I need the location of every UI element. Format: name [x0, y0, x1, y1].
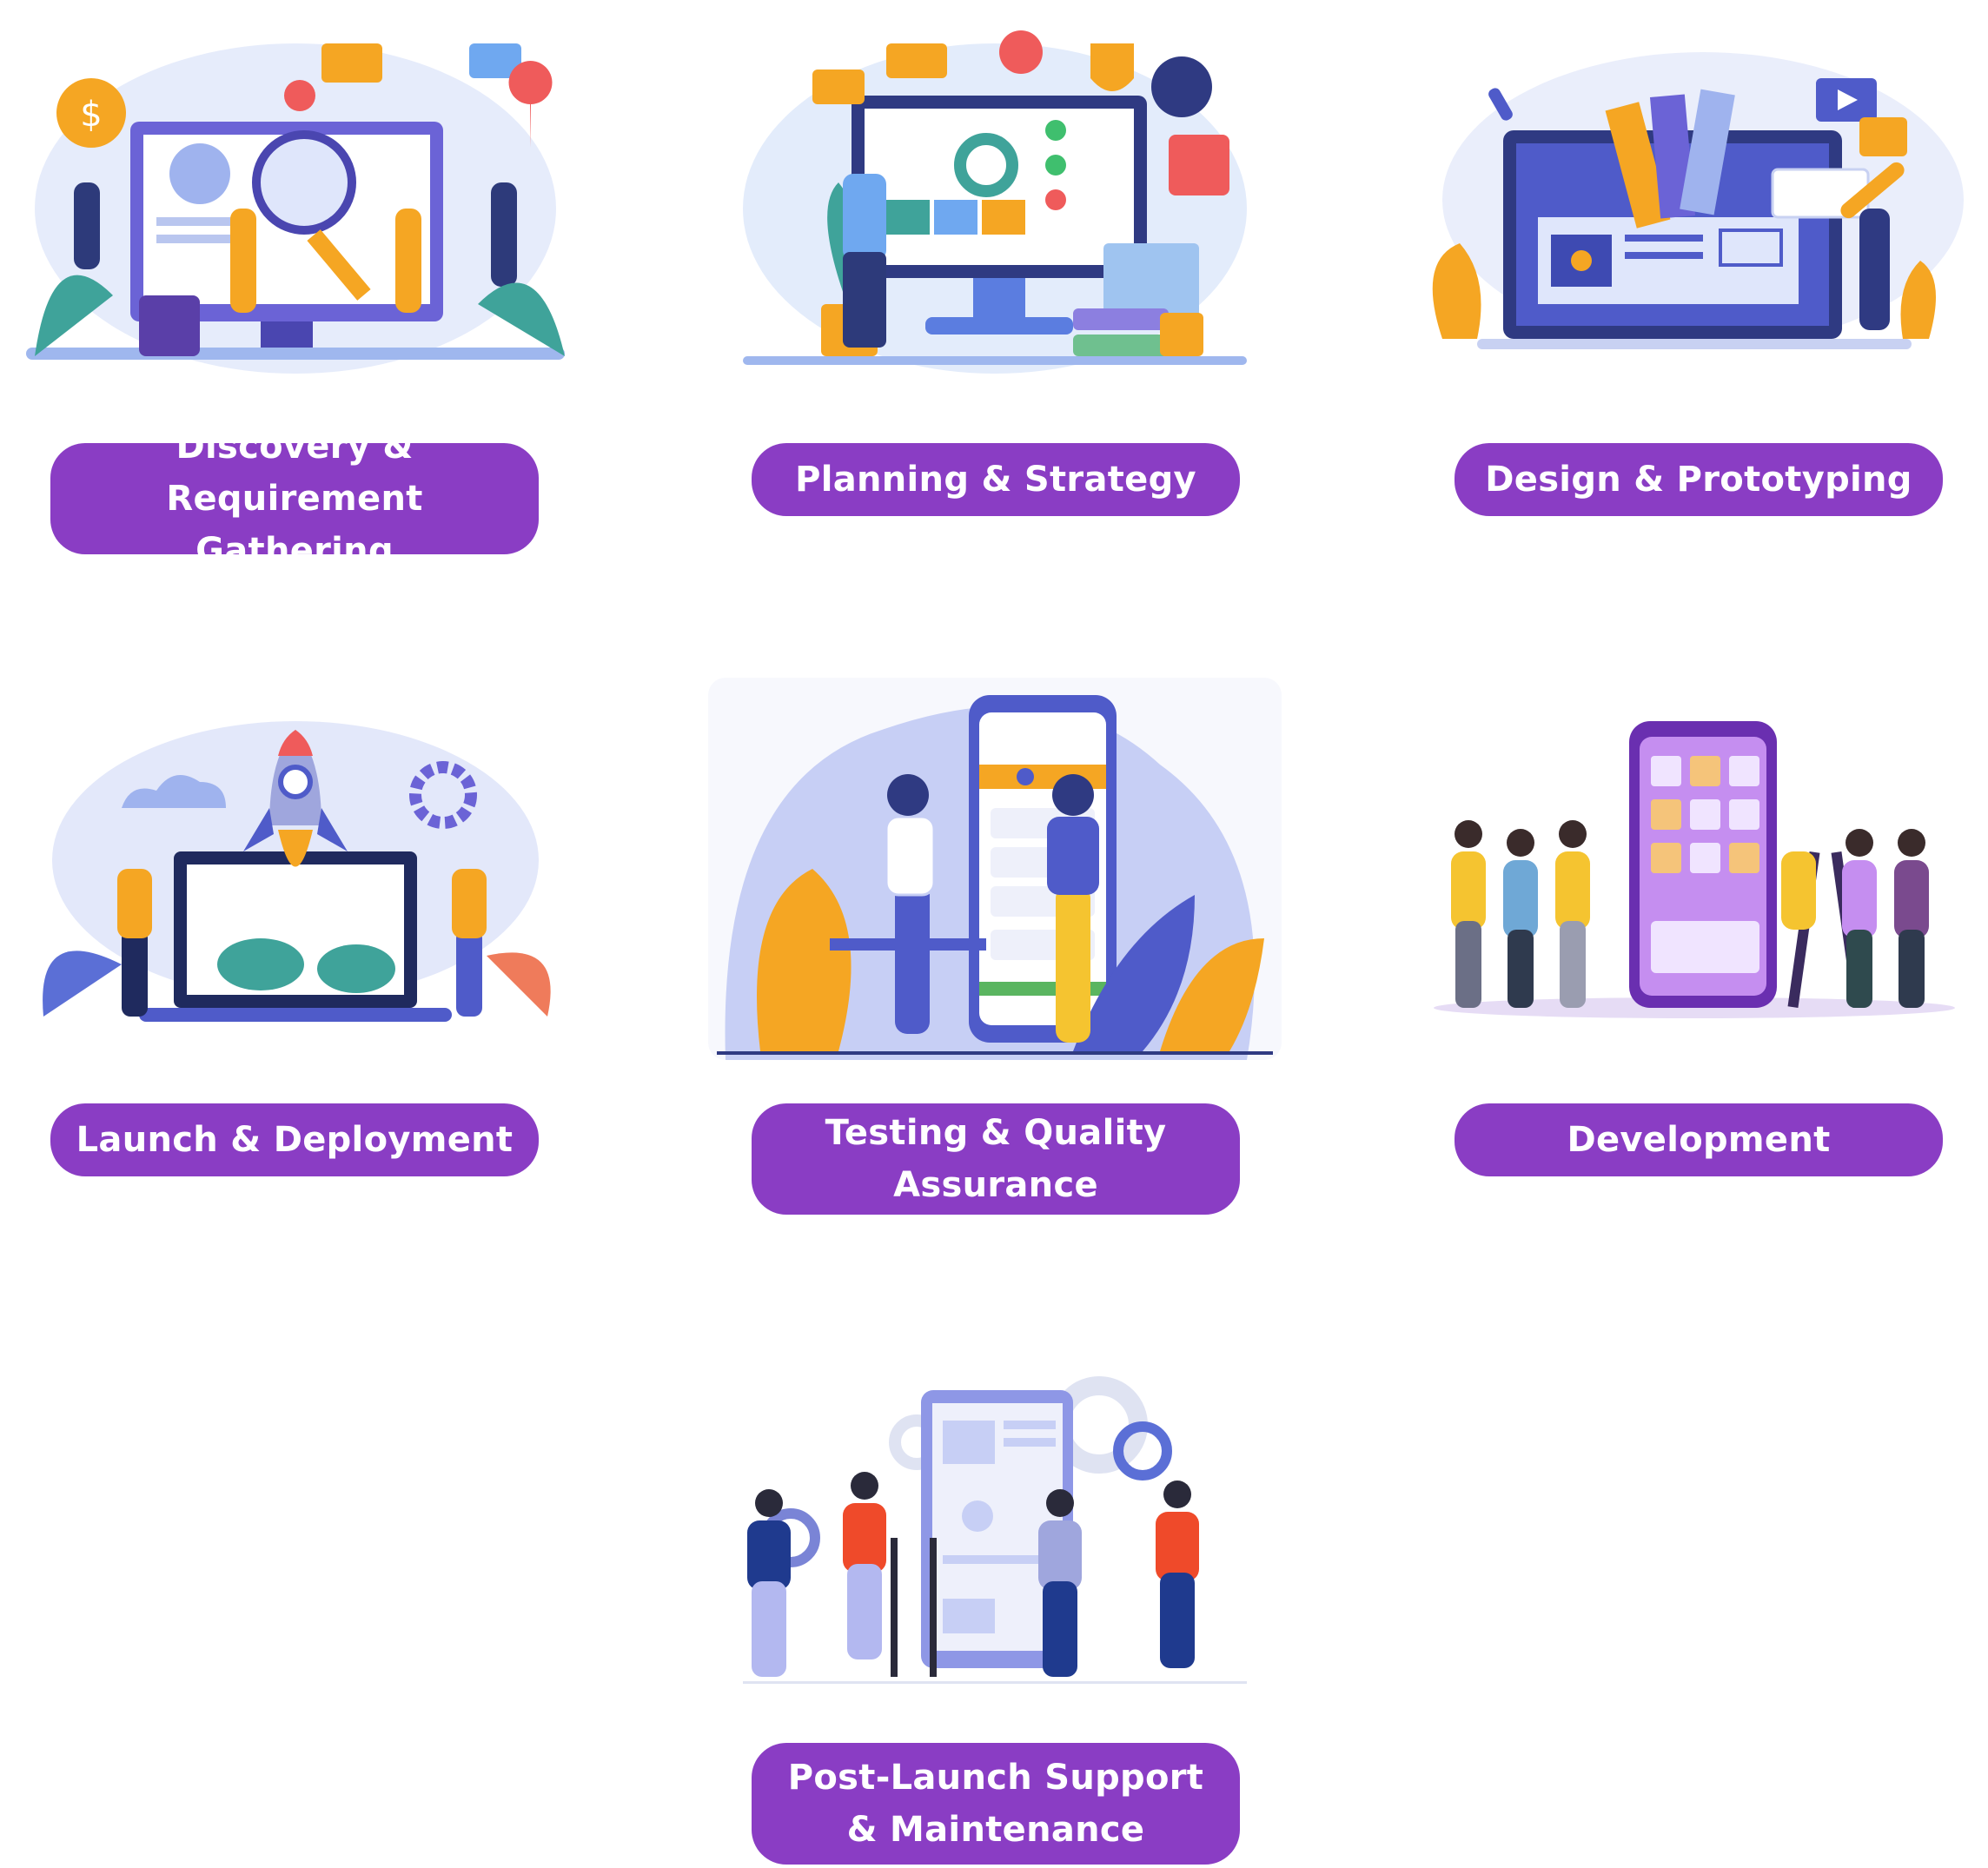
planning-illustration [708, 9, 1282, 391]
step-label-development[interactable]: Development [1455, 1103, 1943, 1176]
step-card-launch: Launch & Deployment [9, 678, 582, 1216]
design-illustration [1408, 9, 1981, 391]
step-card-planning: Planning & Strategy [708, 9, 1282, 556]
development-illustration [1408, 678, 1981, 1060]
support-illustration [708, 1347, 1282, 1729]
step-label-design[interactable]: Design & Prototyping [1455, 443, 1943, 516]
step-label-launch[interactable]: Launch & Deployment [50, 1103, 539, 1176]
launch-illustration [9, 678, 582, 1060]
testing-illustration [708, 678, 1282, 1060]
step-card-testing: Testing & Quality Assurance [708, 678, 1282, 1225]
step-label-discovery[interactable]: Discovery & Requirement Gathering [50, 427, 539, 571]
step-label-testing[interactable]: Testing & Quality Assurance [752, 1103, 1240, 1215]
step-card-discovery: $ Discovery & Requirement Gathering [9, 9, 582, 571]
svg-text:$: $ [80, 95, 102, 135]
step-label-planning[interactable]: Planning & Strategy [752, 443, 1240, 516]
step-label-support[interactable]: Post-Launch Support & Maintenance [752, 1743, 1240, 1865]
step-card-support: Post-Launch Support & Maintenance [708, 1347, 1282, 1868]
discovery-illustration: $ [9, 9, 582, 391]
step-card-design: Design & Prototyping [1408, 9, 1981, 556]
step-card-development: Development [1408, 678, 1981, 1216]
